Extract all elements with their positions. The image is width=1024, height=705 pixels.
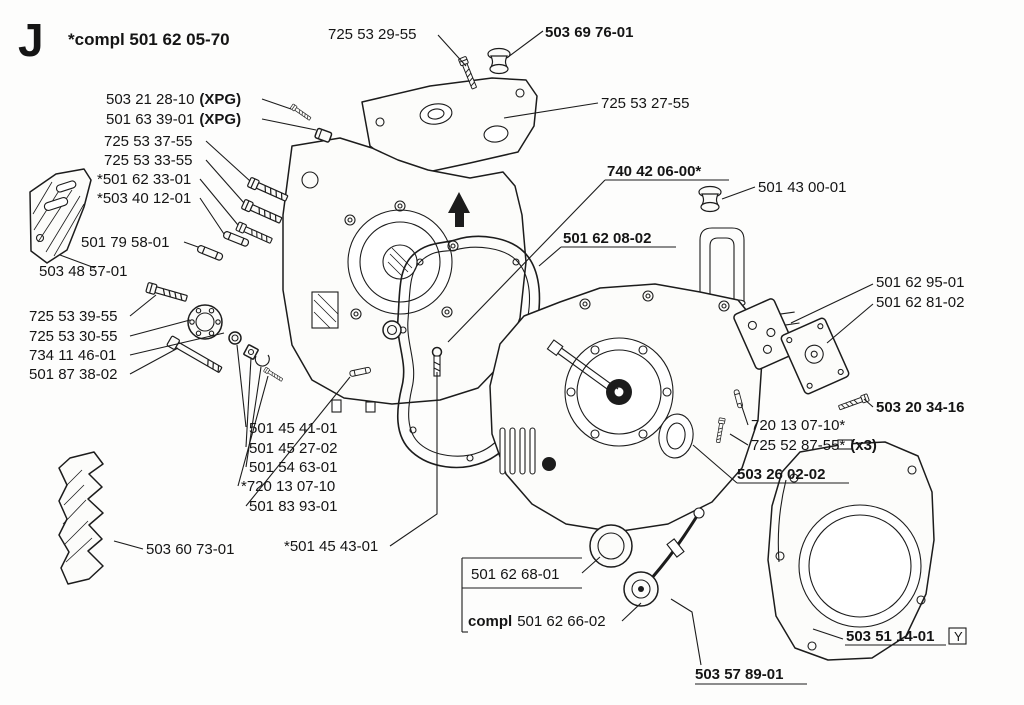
leader-line <box>621 602 642 622</box>
leader-line <box>581 556 601 574</box>
leader-line <box>205 140 251 182</box>
leader-line <box>729 433 749 446</box>
crankcase-right-half-drawing <box>489 227 763 533</box>
part-label-501-79-58-01: 501 79 58-01 <box>81 234 169 251</box>
leader-line <box>199 178 239 226</box>
leader-lines <box>59 30 946 685</box>
part-label-725-52-87-55: 725 52 87-55*(x3) <box>751 437 877 454</box>
leader-line <box>261 98 292 110</box>
leader-line <box>790 283 874 324</box>
leader-line <box>199 197 225 235</box>
leader-line <box>129 294 157 317</box>
part-label-503-57-89-01: 503 57 89-01 <box>695 666 783 683</box>
leader-line <box>205 159 245 204</box>
part-label-720-13-07-10-l: *720 13 07-10 <box>241 478 335 495</box>
part-label-503-69-76-01: 503 69 76-01 <box>545 24 633 41</box>
y-option-letter: Y <box>954 629 963 644</box>
part-label-503-48-57-01: 503 48 57-01 <box>39 263 127 280</box>
leader-line <box>437 34 467 67</box>
leader-line <box>503 102 599 119</box>
part-label-725-53-39-55: 725 53 39-55 <box>29 308 117 325</box>
part-label-501-62-08-02: 501 62 08-02 <box>563 230 651 247</box>
part-label-725-53-37-55: 725 53 37-55 <box>104 133 192 150</box>
part-label-501-62-81-02: 501 62 81-02 <box>876 294 964 311</box>
section-letter: J <box>18 14 44 66</box>
leader-line <box>113 540 144 550</box>
leader-line <box>692 444 738 484</box>
leader-line <box>863 398 874 408</box>
leader-line <box>721 186 756 200</box>
part-label-501-87-38-02: 501 87 38-02 <box>29 366 117 383</box>
part-label-503-40-12-01: *503 40 12-01 <box>97 190 191 207</box>
leader-line <box>812 628 844 640</box>
part-label-740-42-06-00: 740 42 06-00* <box>607 163 701 180</box>
leader-line <box>538 246 562 267</box>
part-label-503-60-73-01: 503 60 73-01 <box>146 541 234 558</box>
part-label-725-53-33-55: 725 53 33-55 <box>104 152 192 169</box>
leader-line <box>507 30 544 58</box>
leader-line <box>183 241 199 248</box>
oil-seal-and-tensioner-drawing <box>589 507 705 607</box>
part-label-501-43-00-01: 501 43 00-01 <box>758 179 846 196</box>
ignition-module-drawing <box>733 298 870 412</box>
leader-line <box>245 357 252 448</box>
small-hardware-cluster-drawing <box>228 320 443 383</box>
leader-line <box>826 303 874 344</box>
part-label-501-62-33-01: *501 62 33-01 <box>97 171 191 188</box>
crankcase-left-half-drawing <box>282 77 538 413</box>
leader-line <box>670 598 702 666</box>
part-label-725-53-30-55: 725 53 30-55 <box>29 328 117 345</box>
assembly-direction-arrow <box>448 192 470 227</box>
leader-line <box>261 118 317 131</box>
part-label-720-13-07-10-r: 720 13 07-10* <box>751 417 845 434</box>
part-label-501-83-93-01: 501 83 93-01 <box>249 498 337 515</box>
part-label-501-45-41-01: 501 45 41-01 <box>249 420 337 437</box>
part-label-501-54-63-01: 501 54 63-01 <box>249 459 337 476</box>
bumper-spike-drawing <box>58 451 104 585</box>
part-label-725-53-27-55: 725 53 27-55 <box>601 95 689 112</box>
part-labels: J *compl 501 62 05-70 725 53 29-55 503 6… <box>18 14 967 683</box>
leader-line <box>59 254 96 269</box>
part-label-501-63-39-01: 501 63 39-01(XPG) <box>106 111 241 128</box>
part-label-503-51-14-01: 503 51 14-01 <box>846 628 934 645</box>
leader-line <box>245 376 351 507</box>
chain-guide-plate-drawing <box>29 168 92 264</box>
leader-line <box>389 372 438 547</box>
fan-housing-drawing <box>767 439 935 661</box>
fastener-parts-drawing <box>145 55 479 376</box>
leader-line <box>236 344 247 428</box>
leader-line <box>129 347 179 375</box>
leader-line <box>740 403 749 426</box>
leader-line <box>129 332 225 356</box>
part-label-501-45-27-02: 501 45 27-02 <box>249 440 337 457</box>
part-label-501-62-95-01: 501 62 95-01 <box>876 274 964 291</box>
part-label-501-62-68-01: 501 62 68-01 <box>471 566 559 583</box>
part-label-503-26-02-02: 503 26 02-02 <box>737 466 825 483</box>
leader-line <box>129 319 191 337</box>
leader-line <box>447 179 606 343</box>
part-label-725-53-29-55: 725 53 29-55 <box>328 26 416 43</box>
leader-line <box>245 366 262 468</box>
part-label-503-21-28-10: 503 21 28-10(XPG) <box>106 91 241 108</box>
leader-line <box>237 375 269 487</box>
part-label-501-45-43-01: *501 45 43-01 <box>284 538 378 555</box>
part-label-734-11-46-01: 734 11 46-01 <box>29 347 116 364</box>
header-part-ref: *compl 501 62 05-70 <box>68 30 230 49</box>
y-option-box <box>948 627 967 645</box>
part-label-503-20-34-16: 503 20 34-16 <box>876 399 964 416</box>
